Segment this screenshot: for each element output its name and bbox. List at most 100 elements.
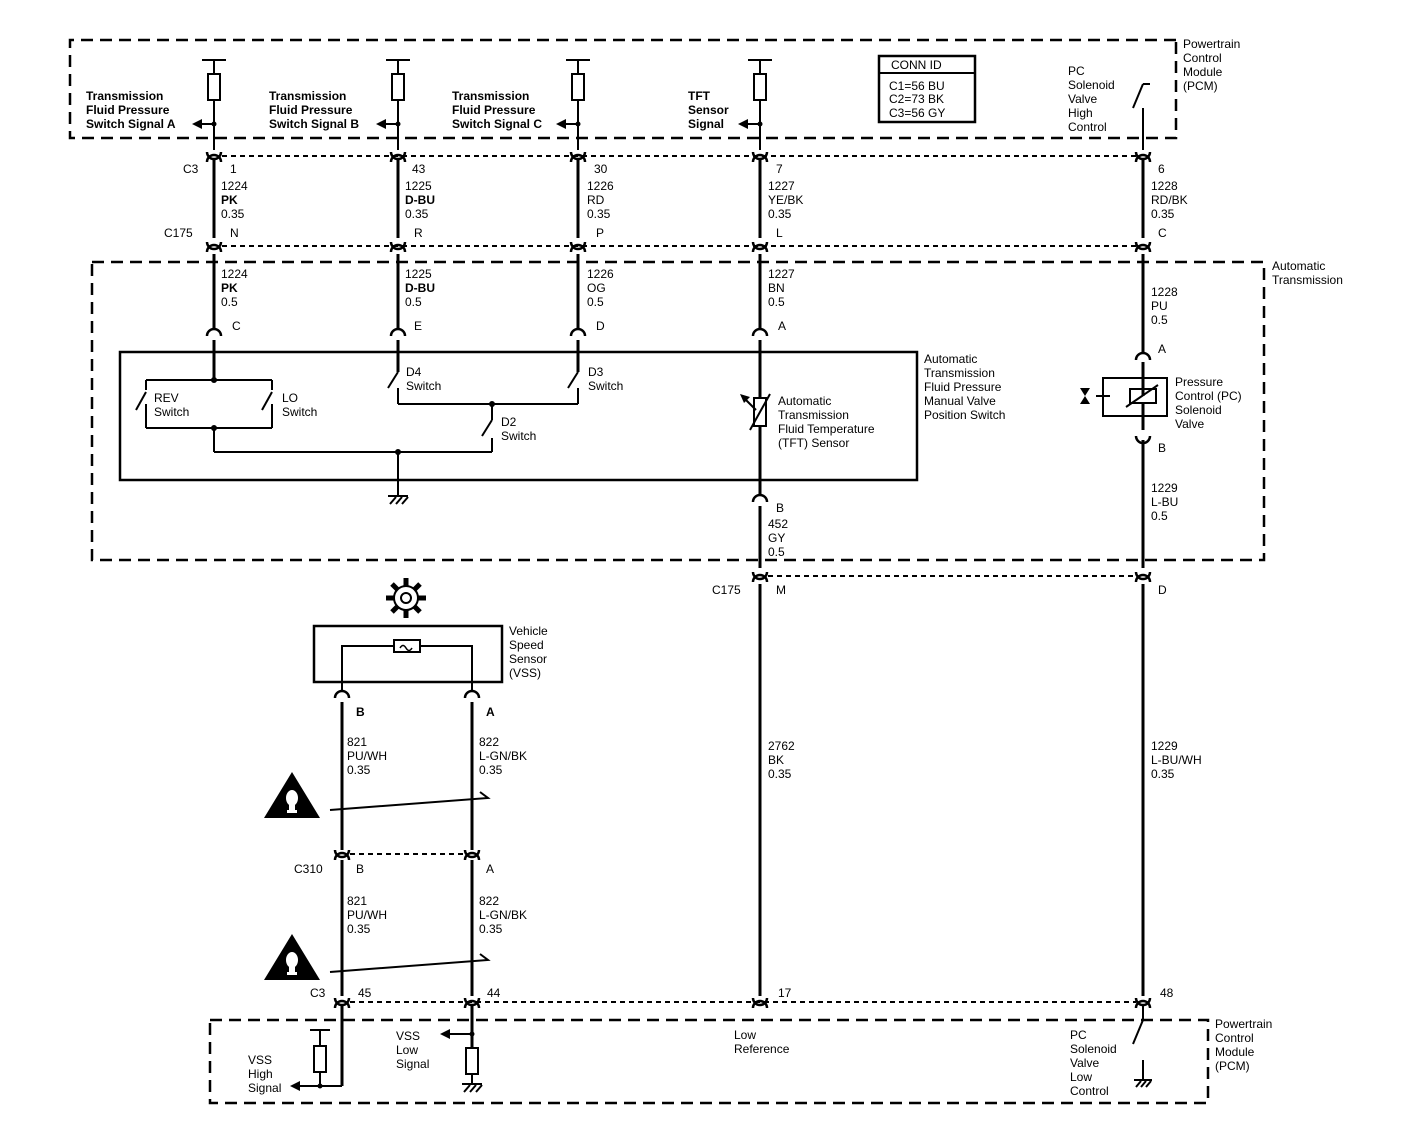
- svg-text:Low: Low: [734, 1028, 756, 1042]
- vss-low-input: VSS Low Signal: [396, 1006, 483, 1093]
- manual-valve-position-switch: Automatic Transmission Fluid Pressure Ma…: [118, 340, 1005, 505]
- connector-pin: [333, 851, 351, 861]
- svg-text:Transmission: Transmission: [269, 89, 346, 103]
- connector-pin: [1134, 351, 1152, 361]
- svg-text:Switch Signal C: Switch Signal C: [452, 117, 542, 131]
- svg-text:Fluid Pressure: Fluid Pressure: [269, 103, 353, 117]
- pcm-top-module: Powertrain Control Module (PCM) CONN ID …: [68, 37, 1240, 140]
- svg-text:(VSS): (VSS): [509, 666, 541, 680]
- svg-text:PU/WH: PU/WH: [347, 749, 387, 763]
- svg-text:1224: 1224: [221, 179, 248, 193]
- svg-text:B: B: [356, 862, 364, 876]
- svg-text:Fluid Temperature: Fluid Temperature: [778, 422, 875, 436]
- svg-text:B: B: [356, 705, 365, 719]
- svg-text:44: 44: [487, 986, 501, 1000]
- connector-pin: [569, 243, 587, 253]
- svg-text:D-BU: D-BU: [405, 193, 435, 207]
- connector-pin: [569, 241, 587, 251]
- wire-label-452: 452 GY 0.5: [768, 517, 788, 559]
- svg-text:GY: GY: [768, 531, 785, 545]
- svg-text:0.35: 0.35: [347, 922, 371, 936]
- svg-text:REV: REV: [154, 391, 179, 405]
- svg-text:0.35: 0.35: [1151, 767, 1175, 781]
- svg-text:1225: 1225: [405, 179, 432, 193]
- svg-text:1229: 1229: [1151, 481, 1178, 495]
- signal-a-input: Transmission Fluid Pressure Switch Signa…: [86, 59, 226, 150]
- twisted-pair-marker-2: [329, 953, 491, 973]
- pcm-top-inputs: Transmission Fluid Pressure Switch Signa…: [86, 59, 1150, 150]
- svg-text:A: A: [778, 319, 786, 333]
- svg-text:7: 7: [776, 162, 783, 176]
- svg-text:Transmission: Transmission: [86, 89, 163, 103]
- connector-pin: [751, 493, 769, 503]
- svg-text:Switch: Switch: [501, 429, 536, 443]
- connector-pin: [205, 241, 223, 251]
- svg-text:1225: 1225: [405, 267, 432, 281]
- connector-pin: [751, 997, 769, 1007]
- svg-text:Transmission: Transmission: [452, 89, 529, 103]
- svg-text:Fluid Pressure: Fluid Pressure: [924, 380, 1002, 394]
- pc-high-control-input: PC Solenoid Valve High Control: [1068, 64, 1150, 150]
- svg-text:D4: D4: [406, 365, 422, 379]
- svg-text:R: R: [414, 226, 423, 240]
- connector-pin: [569, 327, 587, 337]
- svg-text:OG: OG: [587, 281, 606, 295]
- svg-text:C: C: [232, 319, 241, 333]
- svg-text:Control (PC): Control (PC): [1175, 389, 1242, 403]
- twisted-pair-marker: [329, 791, 491, 811]
- svg-text:PC: PC: [1068, 64, 1085, 78]
- svg-text:Solenoid: Solenoid: [1070, 1042, 1117, 1056]
- svg-text:C310: C310: [294, 862, 323, 876]
- svg-text:C2=73 BK: C2=73 BK: [889, 92, 944, 106]
- svg-text:Control: Control: [1183, 51, 1222, 65]
- vehicle-speed-sensor: Vehicle Speed Sensor (VSS) B A 821 PU/WH…: [264, 578, 548, 850]
- svg-text:PU: PU: [1151, 299, 1168, 313]
- svg-text:L-BU/WH: L-BU/WH: [1151, 753, 1202, 767]
- svg-text:C3=56 GY: C3=56 GY: [889, 106, 945, 120]
- connector-pin: [333, 849, 351, 859]
- svg-text:0.35: 0.35: [479, 922, 503, 936]
- svg-text:0.5: 0.5: [221, 295, 238, 309]
- svg-text:30: 30: [594, 162, 608, 176]
- svg-text:VSS: VSS: [396, 1029, 420, 1043]
- svg-text:822: 822: [479, 894, 499, 908]
- svg-text:High: High: [1068, 106, 1093, 120]
- svg-text:48: 48: [1160, 986, 1174, 1000]
- svg-text:L-GN/BK: L-GN/BK: [479, 908, 527, 922]
- svg-text:6: 6: [1158, 162, 1165, 176]
- svg-text:C3: C3: [310, 986, 326, 1000]
- svg-text:Sensor: Sensor: [509, 652, 547, 666]
- svg-text:0.35: 0.35: [479, 763, 503, 777]
- c3-bottom-connector: C3 45 44 17 48: [310, 986, 1174, 1003]
- svg-text:Module: Module: [1215, 1045, 1255, 1059]
- pcm-bottom-module: Powertrain Control Module (PCM) VSS High…: [208, 1006, 1272, 1105]
- wire-label-1229-lower: 1229 L-BU/WH 0.35: [1151, 739, 1202, 781]
- svg-text:Control: Control: [1068, 120, 1107, 134]
- svg-text:Sensor: Sensor: [688, 103, 729, 117]
- svg-text:0.35: 0.35: [221, 207, 245, 221]
- wire-label-822-upper: 822 L-GN/BK 0.35: [479, 735, 527, 777]
- connector-pin: [389, 151, 407, 161]
- svg-text:Control: Control: [1215, 1031, 1254, 1045]
- svg-text:Manual Valve: Manual Valve: [924, 394, 996, 408]
- svg-text:Fluid Pressure: Fluid Pressure: [452, 103, 536, 117]
- svg-text:1226: 1226: [587, 267, 614, 281]
- svg-text:0.35: 0.35: [768, 207, 792, 221]
- wire-label-1229-trans: 1229 L-BU 0.5: [1151, 481, 1178, 523]
- svg-text:(PCM): (PCM): [1183, 79, 1218, 93]
- connector-pin: [463, 849, 481, 859]
- svg-text:Switch Signal A: Switch Signal A: [86, 117, 176, 131]
- connector-pin: [205, 153, 223, 163]
- svg-text:821: 821: [347, 894, 367, 908]
- svg-text:TFT: TFT: [688, 89, 711, 103]
- svg-text:Switch Signal B: Switch Signal B: [269, 117, 359, 131]
- svg-text:PK: PK: [221, 281, 238, 295]
